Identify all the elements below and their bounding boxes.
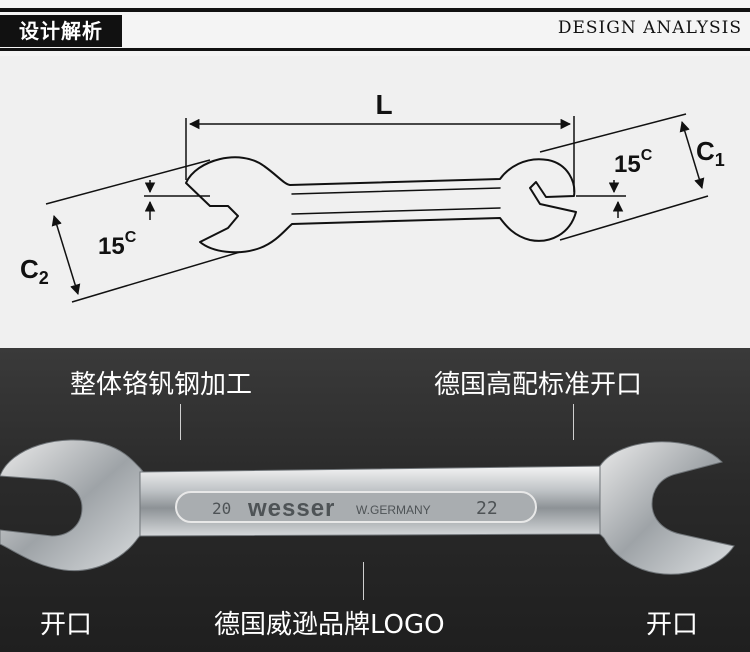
caption-right-opening: 开口 [646,610,699,640]
angle-right-label: 15C [614,147,653,178]
length-label: L [375,89,392,120]
c1-label: C1 [696,136,725,170]
engraving-left-size: 20 [212,499,231,518]
header-top-rule [0,8,750,12]
wrench-outline [185,156,577,254]
c1-dimension-line [679,120,705,190]
caption-material: 整体铬钒钢加工 [70,370,253,400]
wrench-right-head [599,441,735,575]
engraving-origin: W.GERMANY [356,503,431,517]
caption-standard-opening: 德国高配标准开口 [434,370,643,400]
engraving-brand: wesser [247,495,335,522]
wrench-photo: 20 wesser W.GERMANY 22 [0,439,735,575]
c2-label: C2 [20,254,49,288]
angle-left-label: 15C [98,229,137,260]
wrench-left-head [0,439,151,572]
section-title-english: DESIGN ANALYSIS [557,18,742,38]
schematic-drawing: L C2 15C C1 15C [20,89,725,303]
section-title: 设计解析 [0,15,122,47]
caption-logo: 德国威逊品牌LOGO [214,610,445,640]
pointer-line-standard-opening [573,404,574,440]
c2-dimension-line [51,214,81,296]
caption-left-opening: 开口 [40,610,93,640]
engraving-plate [175,491,537,523]
pointer-line-material [180,404,181,440]
header-bottom-rule [0,48,750,51]
pointer-line-logo [363,562,364,600]
wrench-photo-panel: 20 wesser W.GERMANY 22 整体铬钒钢加工 德国高配标准开口 … [0,348,750,652]
wrench-schematic: L C2 15C C1 15C [0,56,750,348]
engraving-right-size: 22 [476,498,498,519]
header-band: 设计解析 DESIGN ANALYSIS [0,0,750,56]
